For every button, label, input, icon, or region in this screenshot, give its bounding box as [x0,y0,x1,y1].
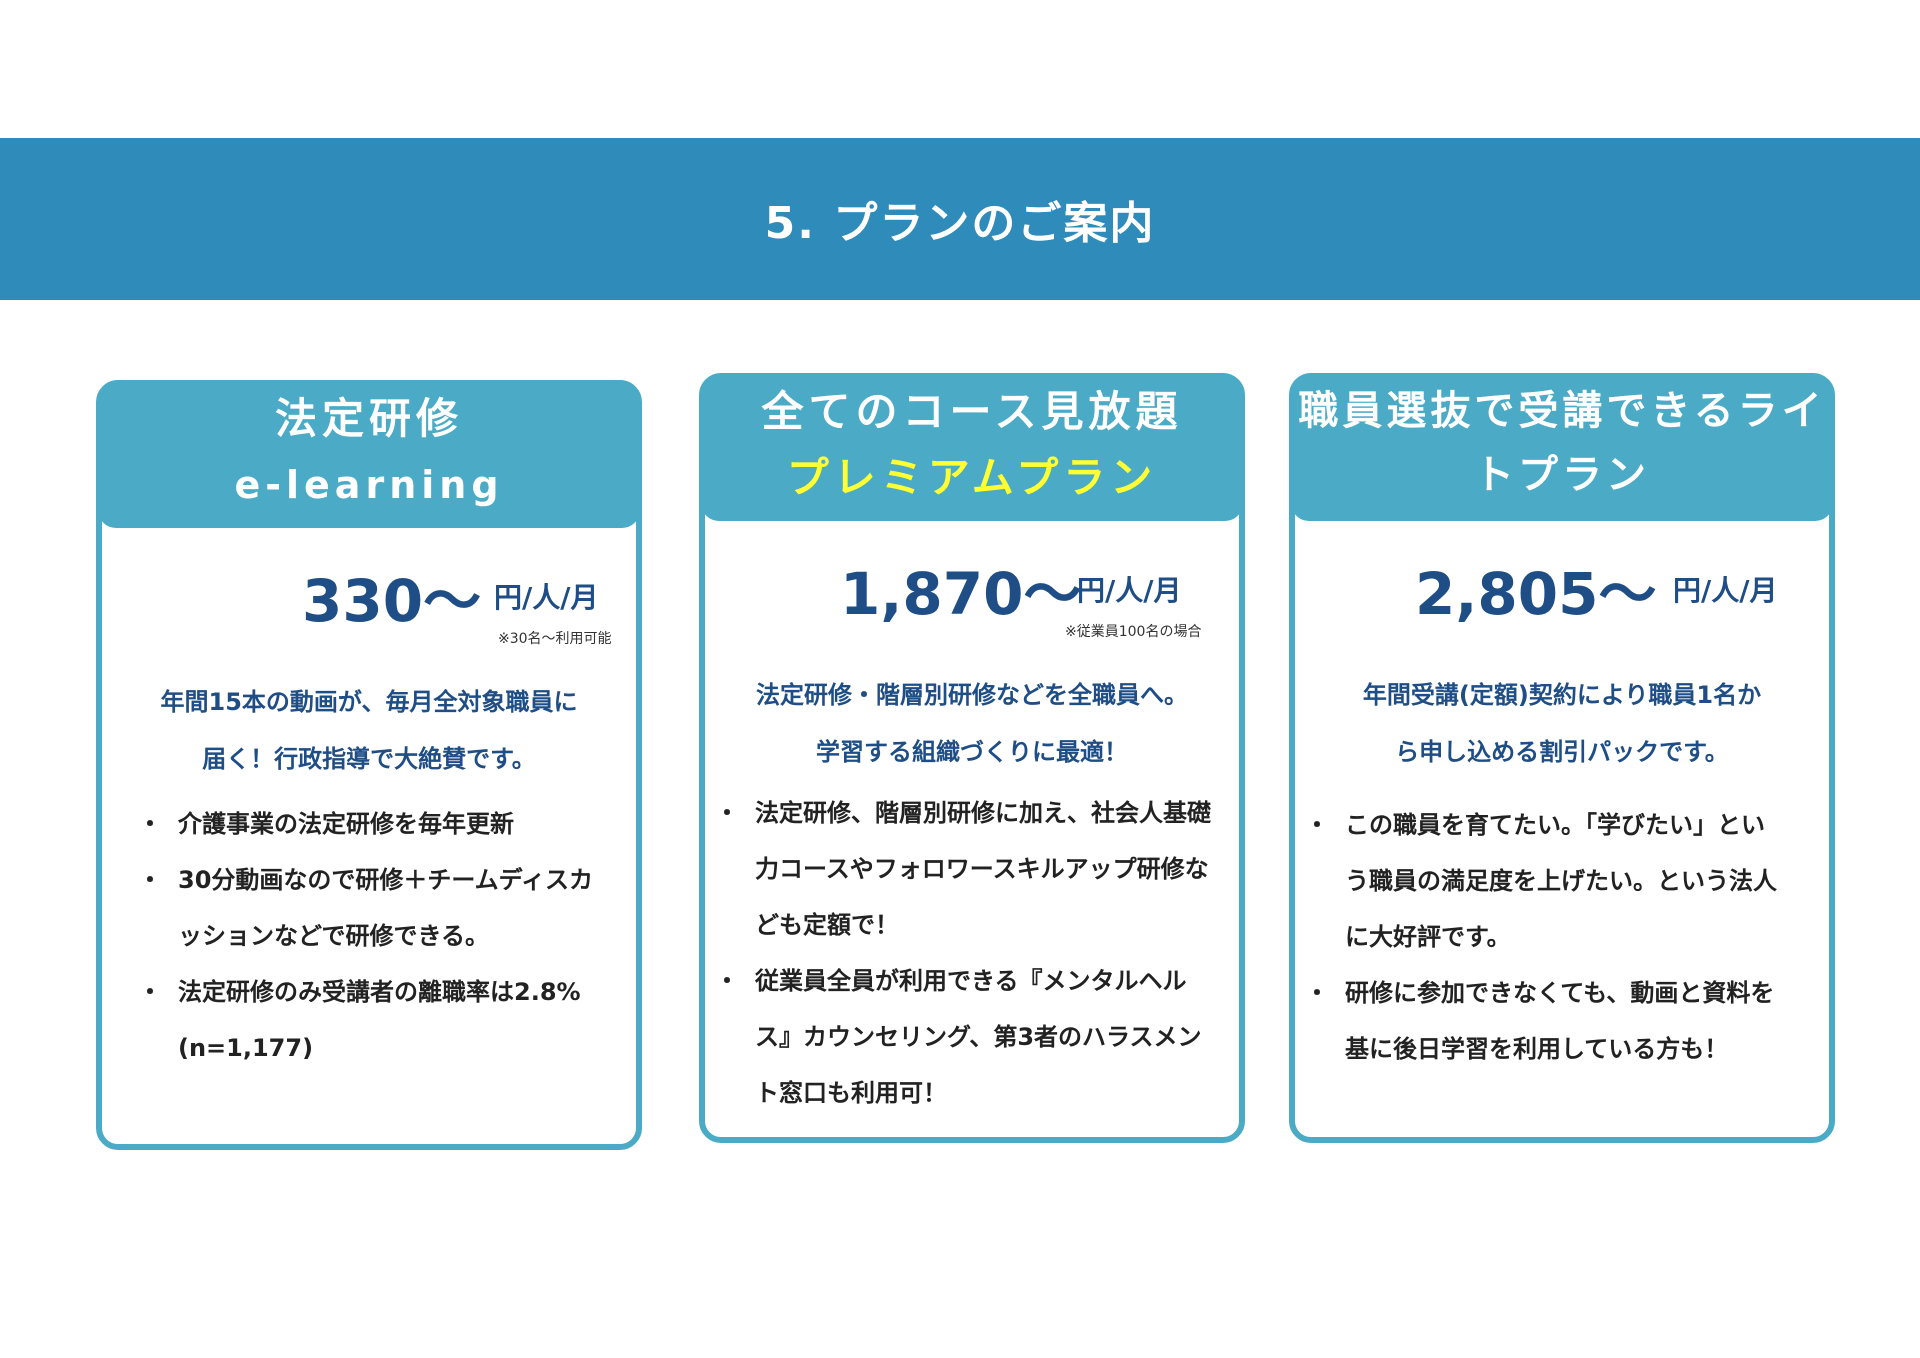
page-title: 5. プランのご案内 [764,198,1156,249]
plan-card-legal-training: 法定研修 e-learning 330〜 円/人/月 ※30名〜利用可能 年間1… [96,380,642,1150]
price-note: ※30名〜利用可能 [498,631,612,647]
plan-subname: e-learning [234,463,504,507]
lead-line: 学習する組織づくりに最適！ [816,738,1128,766]
feature-item: この職員を育てたい。「学びたい」という職員の満足度を上げたい。という法人に大好評… [1305,797,1779,965]
plan-price: 330〜 [302,567,482,635]
price-unit: 円/人/月 [1077,574,1182,607]
feature-list: 介護事業の法定研修を毎年更新 30分動画なので研修＋チームディスカッションなどで… [138,796,606,1076]
feature-item: 研修に参加できなくても、動画と資料を基に後日学習を利用している方も！ [1305,965,1779,1077]
plan-lead: 年間15本の動画が、毎月全対象職員に 届く！行政指導で大絶賛です。 [102,674,636,788]
price-unit: 円/人/月 [494,581,599,614]
plan-header: 職員選抜で受講できるライトプラン [1291,373,1833,521]
lead-line: 年間受講(定額)契約により職員1名か [1362,681,1762,709]
plan-lead: 法定研修・階層別研修などを全職員へ。 学習する組織づくりに最適！ [705,667,1239,781]
plan-subname: プレミアムプラン [786,453,1158,502]
feature-item: 従業員全員が利用できる『メンタルヘルス』カウンセリング、第3者のハラスメント窓口… [715,953,1219,1121]
title-banner: 5. プランのご案内 [0,138,1920,300]
plan-price: 1,870〜 [840,560,1082,628]
plan-header: 全てのコース見放題 プレミアムプラン [701,373,1243,521]
plan-card-premium: 全てのコース見放題 プレミアムプラン 1,870〜 円/人/月 ※従業員100名… [699,373,1245,1143]
plan-price: 2,805〜 [1415,560,1657,628]
price-note: ※従業員100名の場合 [1065,624,1202,640]
plan-name: 法定研修 [274,394,463,443]
plan-header: 法定研修 e-learning [98,380,640,528]
plan-name: 全てのコース見放題 [761,387,1183,436]
lead-line: 年間15本の動画が、毎月全対象職員に [160,688,578,716]
plan-lead: 年間受講(定額)契約により職員1名か ら申し込める割引パックです。 [1295,667,1829,781]
lead-line: 法定研修・階層別研修などを全職員へ。 [756,681,1188,709]
lead-line: 届く！行政指導で大絶賛です。 [202,745,536,773]
feature-item: 30分動画なので研修＋チームディスカッションなどで研修できる。 [138,852,606,964]
lead-line: ら申し込める割引パックです。 [1395,738,1729,766]
feature-list: 法定研修、階層別研修に加え、社会人基礎力コースやフォロワースキルアップ研修なども… [715,785,1219,1121]
feature-item: 介護事業の法定研修を毎年更新 [138,796,606,852]
feature-list: この職員を育てたい。「学びたい」という職員の満足度を上げたい。という法人に大好評… [1305,797,1779,1077]
price-unit: 円/人/月 [1673,574,1778,607]
plan-card-light: 職員選抜で受講できるライトプラン 2,805〜 円/人/月 年間受講(定額)契約… [1289,373,1835,1143]
plan-name: 職員選抜で受講できるライトプラン [1298,388,1826,498]
feature-item: 法定研修のみ受講者の離職率は2.8%(n=1,177) [138,964,606,1076]
feature-item: 法定研修、階層別研修に加え、社会人基礎力コースやフォロワースキルアップ研修なども… [715,785,1219,953]
